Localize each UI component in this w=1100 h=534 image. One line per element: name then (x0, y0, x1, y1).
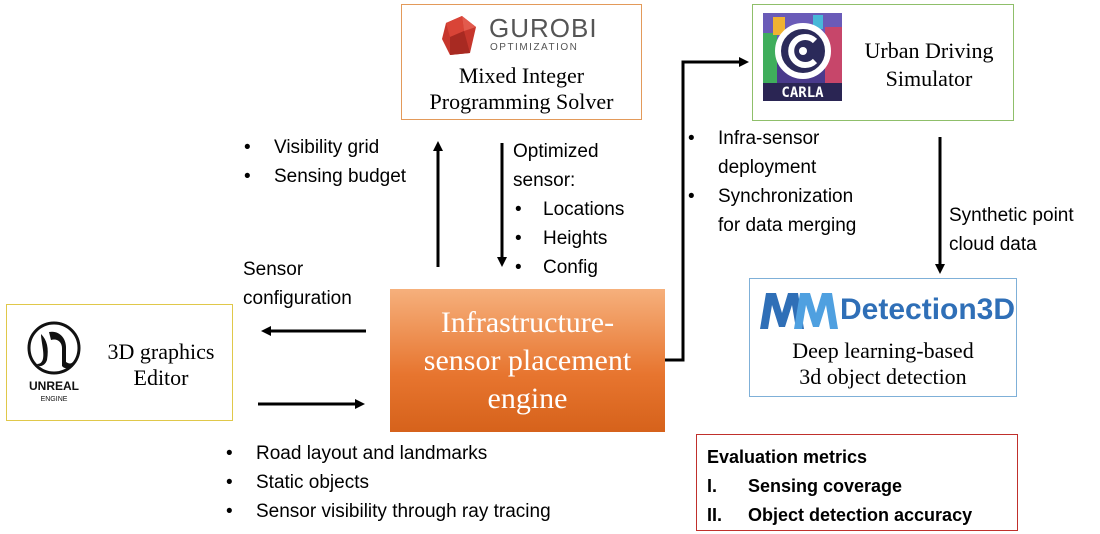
solver-inputs-list: Visibility grid Sensing budget (242, 133, 406, 191)
editor-outputs-list: Road layout and landmarks Static objects… (224, 439, 551, 526)
list-item-line1: Synchronization (718, 186, 854, 207)
point-cloud-line2: cloud data (949, 234, 1037, 255)
detection-box: Detection3D Deep learning-based 3d objec… (749, 278, 1017, 397)
list-item-line2: deployment (718, 157, 817, 178)
point-cloud-line1: Synthetic point (949, 205, 1074, 226)
editor-box: UNREAL ENGINE 3D graphics Editor (6, 304, 233, 421)
solver-outputs-list: Optimized sensor: Locations Heights Conf… (513, 137, 624, 282)
solver-box: GUROBI OPTIMIZATION Mixed Integer Progra… (401, 4, 642, 120)
solver-title-line2: Programming Solver (429, 89, 614, 114)
metrics-item: I. Sensing coverage (707, 472, 1007, 501)
sensor-configuration-label: Sensor configuration (243, 255, 352, 313)
placement-engine-title: Infrastructure- sensor placement engine (390, 304, 665, 418)
unreal-logo-subtext: ENGINE (41, 396, 68, 403)
list-item: Synchronization for data merging (686, 182, 856, 240)
solver-output-heading-line1: Optimized (513, 141, 599, 162)
list-item: Infra-sensor deployment (686, 124, 856, 182)
simulator-inputs-list: Infra-sensor deployment Synchronization … (686, 124, 856, 240)
solver-title-line1: Mixed Integer (458, 63, 585, 88)
engine-title-line2: sensor placement (423, 344, 632, 377)
solver-title: Mixed Integer Programming Solver (402, 63, 641, 115)
list-item: Road layout and landmarks (224, 439, 551, 468)
point-cloud-label: Synthetic point cloud data (949, 201, 1074, 259)
engine-title-line3: engine (487, 382, 568, 415)
detection-title-line2: 3d object detection (799, 364, 967, 389)
simulator-title: Urban Driving Simulator (849, 37, 1009, 93)
sensor-configuration-line2: configuration (243, 288, 352, 309)
carla-logo-icon: CARLA (763, 13, 842, 101)
metrics-item-label: Sensing coverage (748, 476, 903, 496)
metrics-item-label: Object detection accuracy (748, 505, 973, 525)
list-item: Sensor visibility through ray tracing (224, 497, 551, 526)
simulator-title-line1: Urban Driving (864, 38, 994, 63)
editor-title-line2: Editor (133, 365, 189, 390)
metrics-item: II. Object detection accuracy (707, 501, 1007, 530)
metrics-heading: Evaluation metrics (707, 447, 868, 467)
list-item-line1: Infra-sensor (718, 128, 820, 149)
evaluation-metrics-box: Evaluation metrics I. Sensing coverage I… (696, 434, 1018, 531)
detection-title-line1: Deep learning-based (792, 338, 974, 363)
list-item: Heights (513, 224, 624, 253)
gurobi-logo-text: GUROBI (489, 13, 598, 43)
sensor-configuration-line1: Sensor (243, 259, 304, 280)
editor-title: 3D graphics Editor (93, 339, 229, 391)
simulator-title-line2: Simulator (885, 66, 973, 91)
mmdetection-logo-text: Detection3D (840, 293, 1016, 326)
unreal-logo-text: UNREAL (29, 379, 79, 393)
list-item: Locations (513, 195, 624, 224)
metrics-item-number: II. (707, 505, 723, 525)
gurobi-logo-icon (442, 16, 476, 55)
simulator-box: CARLA Urban Driving Simulator (752, 4, 1014, 121)
list-item: Visibility grid (242, 133, 406, 162)
solver-output-heading-line2: sensor: (513, 170, 576, 191)
mmdetection-logo-icon (760, 293, 838, 329)
list-item: Static objects (224, 468, 551, 497)
detection-title: Deep learning-based 3d object detection (750, 338, 1016, 390)
list-item: Config (513, 253, 624, 282)
list-item-line2: for data merging (718, 215, 857, 236)
list-item: Sensing budget (242, 162, 406, 191)
placement-engine-box: Infrastructure- sensor placement engine (390, 289, 665, 432)
editor-title-line1: 3D graphics (107, 339, 215, 364)
carla-logo-text: CARLA (781, 85, 824, 101)
unreal-logo-icon: UNREAL ENGINE (27, 321, 81, 403)
engine-title-line1: Infrastructure- (440, 306, 615, 339)
metrics-item-number: I. (707, 476, 718, 496)
gurobi-logo-subtext: OPTIMIZATION (490, 42, 579, 53)
arrow-engine-to-carla (665, 57, 749, 362)
